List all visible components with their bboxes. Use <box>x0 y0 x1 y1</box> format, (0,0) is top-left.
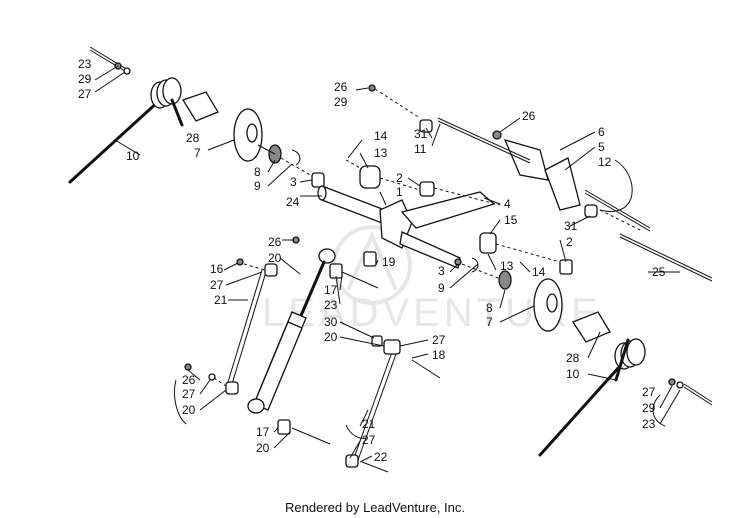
callout-5: 5 <box>598 140 605 154</box>
callout-7: 7 <box>194 146 201 160</box>
callout-16: 16 <box>210 262 224 276</box>
callout-10: 10 <box>126 149 140 163</box>
callout-2: 2 <box>566 235 573 249</box>
callout-29: 29 <box>642 401 656 415</box>
callout-31: 31 <box>564 219 578 233</box>
callout-20: 20 <box>268 251 282 265</box>
callout-22: 22 <box>374 450 388 464</box>
callout-26: 26 <box>182 373 196 387</box>
callout-26: 26 <box>522 109 536 123</box>
callout-18: 18 <box>432 348 446 362</box>
callout-8: 8 <box>254 165 261 179</box>
upper-right-bracket <box>368 84 713 282</box>
callout-6: 6 <box>598 125 605 139</box>
callout-20: 20 <box>182 403 196 417</box>
left-spring-assembly <box>68 46 325 188</box>
callout-29: 29 <box>78 72 92 86</box>
callout-27: 27 <box>362 433 376 447</box>
link-rods <box>184 258 441 473</box>
callout-19: 19 <box>382 255 396 269</box>
callout-13: 13 <box>374 146 388 160</box>
callout-10: 10 <box>566 367 580 381</box>
callout-4: 4 <box>504 197 511 211</box>
callout-17: 17 <box>256 425 270 439</box>
callout-20: 20 <box>256 441 270 455</box>
shock-absorber <box>247 236 379 445</box>
callout-8: 8 <box>486 301 493 315</box>
footer-credit: Rendered by LeadVenture, Inc. <box>285 500 465 515</box>
callout-3: 3 <box>290 175 297 189</box>
callout-13: 13 <box>500 259 514 273</box>
leader-lines <box>94 65 681 463</box>
callout-27: 27 <box>210 278 224 292</box>
callout-15: 15 <box>504 213 518 227</box>
callout-23: 23 <box>642 417 656 431</box>
callout-23: 23 <box>324 298 338 312</box>
callout-9: 9 <box>254 179 261 193</box>
callout-labels: 23 29 27 10 28 7 8 9 3 24 26 29 31 11 26… <box>78 57 666 464</box>
callout-21: 21 <box>362 417 376 431</box>
callout-24: 24 <box>286 195 300 209</box>
callout-27: 27 <box>78 87 92 101</box>
callout-3: 3 <box>438 264 445 278</box>
callout-21: 21 <box>214 293 228 307</box>
callout-28: 28 <box>186 131 200 145</box>
callout-12: 12 <box>598 155 612 169</box>
callout-23: 23 <box>78 57 92 71</box>
callout-27: 27 <box>432 333 446 347</box>
callout-17: 17 <box>324 283 338 297</box>
callout-28: 28 <box>566 351 580 365</box>
center-pivot-assembly <box>317 159 563 332</box>
callout-29: 29 <box>334 95 348 109</box>
callout-1: 1 <box>396 185 403 199</box>
callout-26: 26 <box>268 235 282 249</box>
callout-14: 14 <box>532 265 546 279</box>
right-spring-assembly <box>538 311 713 457</box>
callout-30: 30 <box>324 315 338 329</box>
callout-7: 7 <box>486 315 493 329</box>
callout-9: 9 <box>438 281 445 295</box>
callout-26: 26 <box>334 80 348 94</box>
callout-11: 11 <box>414 142 427 156</box>
callout-27: 27 <box>182 387 196 401</box>
callout-14: 14 <box>374 129 388 143</box>
callout-2: 2 <box>396 171 403 185</box>
callout-31: 31 <box>414 127 428 141</box>
callout-20: 20 <box>324 330 338 344</box>
callout-25: 25 <box>652 265 666 279</box>
callout-27: 27 <box>642 385 656 399</box>
